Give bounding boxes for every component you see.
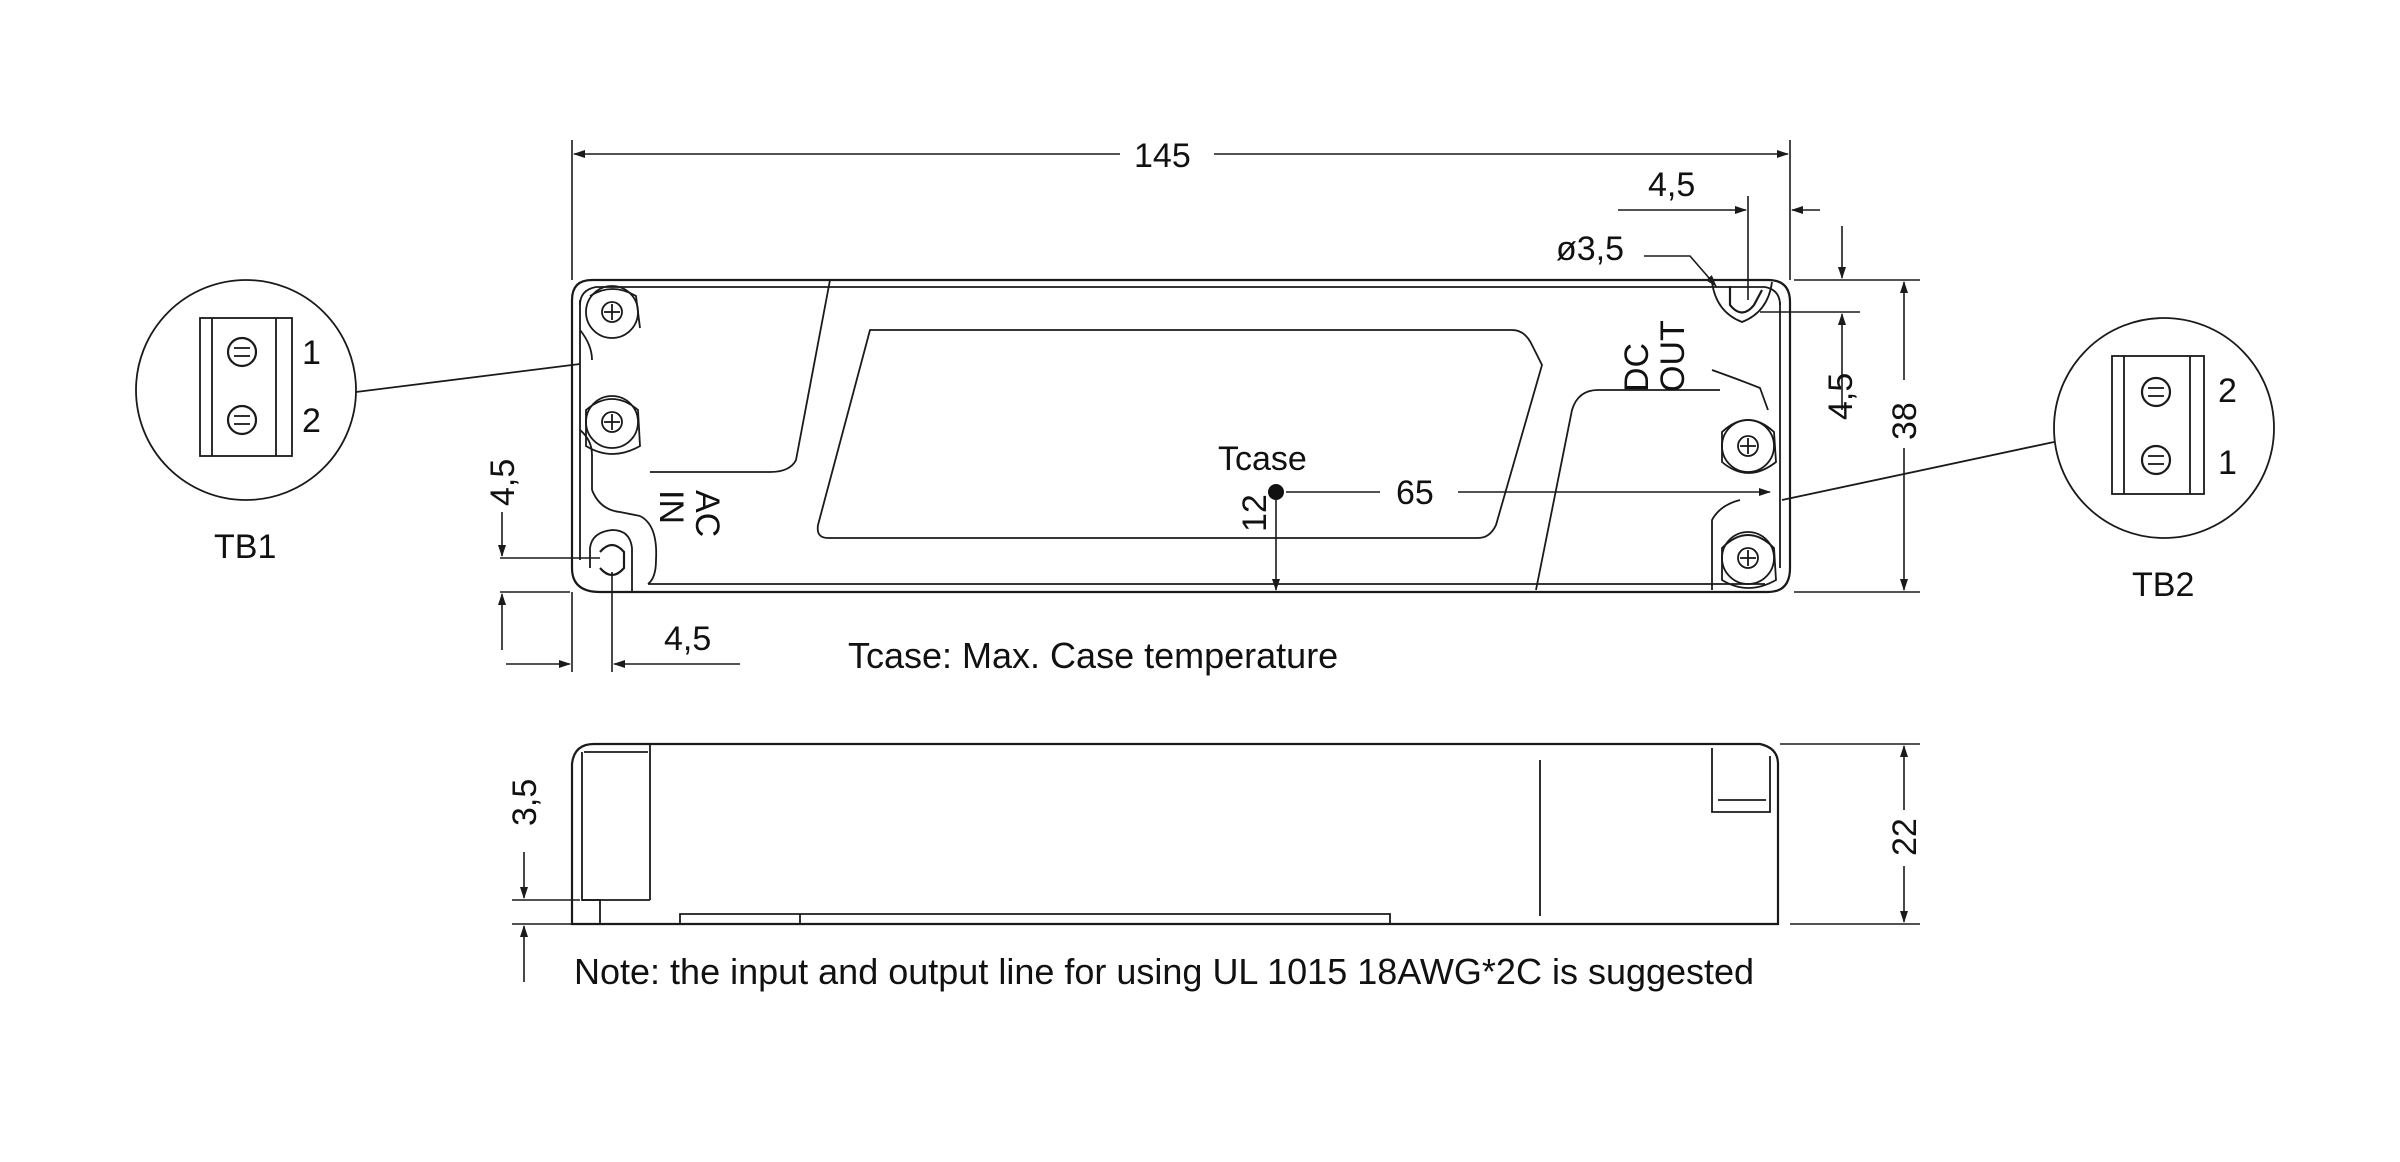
side-view	[570, 742, 1780, 926]
tb1-pin-2: 2	[302, 402, 321, 440]
hole-dimensions-right: 4,5 ø3,5 4,5	[1556, 166, 1860, 420]
tcase-x-dimension: 65	[1396, 474, 1434, 512]
length-value: 145	[1134, 137, 1191, 175]
depth-value: 22	[1886, 818, 1924, 856]
length-dimension: 145	[571, 137, 1791, 280]
right-mounting-lugs	[1711, 281, 1781, 590]
height-dimension: 38	[1794, 279, 1924, 593]
base-thickness-dimension: 3,5	[506, 779, 580, 982]
base-thickness-value: 3,5	[506, 779, 544, 826]
hole-diameter-value: ø3,5	[1556, 230, 1624, 268]
housing-outline	[570, 278, 1792, 594]
tcase-label: Tcase	[1218, 440, 1307, 478]
ac-label-line2: IN	[652, 490, 690, 524]
tcase-y-dimension: 12	[1236, 494, 1274, 532]
ac-in-label: AC IN	[652, 490, 726, 537]
left-panel-outline	[650, 279, 831, 473]
hole-offset-left-value: 4,5	[484, 459, 522, 506]
dc-out-label: DC OUT	[1618, 320, 1692, 392]
tb2-label: TB2	[2132, 566, 2194, 604]
height-value: 38	[1886, 402, 1924, 440]
label-panel	[816, 329, 1543, 539]
depth-dimension: 22	[1780, 743, 1924, 925]
tb1-detail: 1 2 TB1	[135, 279, 581, 566]
dc-label-line1: DC	[1618, 343, 1656, 392]
hole-offset-bottom-value: 4,5	[664, 620, 711, 658]
hole-offset-top-value: 4,5	[1648, 166, 1695, 204]
side-view-outline	[570, 742, 1780, 926]
wiring-note: Note: the input and output line for usin…	[574, 951, 1754, 992]
hole-offset-right-value: 4,5	[1822, 373, 1860, 420]
ac-label-line1: AC	[688, 490, 726, 537]
tcase-marker: Tcase 65 12	[1218, 440, 1771, 591]
tb2-detail: 2 1 TB2	[1781, 317, 2275, 604]
right-panel-outline	[1535, 389, 1720, 591]
tcase-note: Tcase: Max. Case temperature	[848, 635, 1338, 676]
dc-label-line2: OUT	[1654, 320, 1692, 392]
tb2-pin-2: 2	[2218, 372, 2237, 410]
hole-dimensions-left: 4,5 4,5	[484, 459, 740, 672]
tb1-label: TB1	[214, 528, 276, 566]
left-mounting-lugs	[579, 285, 658, 592]
tb2-pin-1: 1	[2218, 444, 2237, 482]
top-view	[570, 278, 1792, 594]
tb1-pin-1: 1	[302, 334, 321, 372]
